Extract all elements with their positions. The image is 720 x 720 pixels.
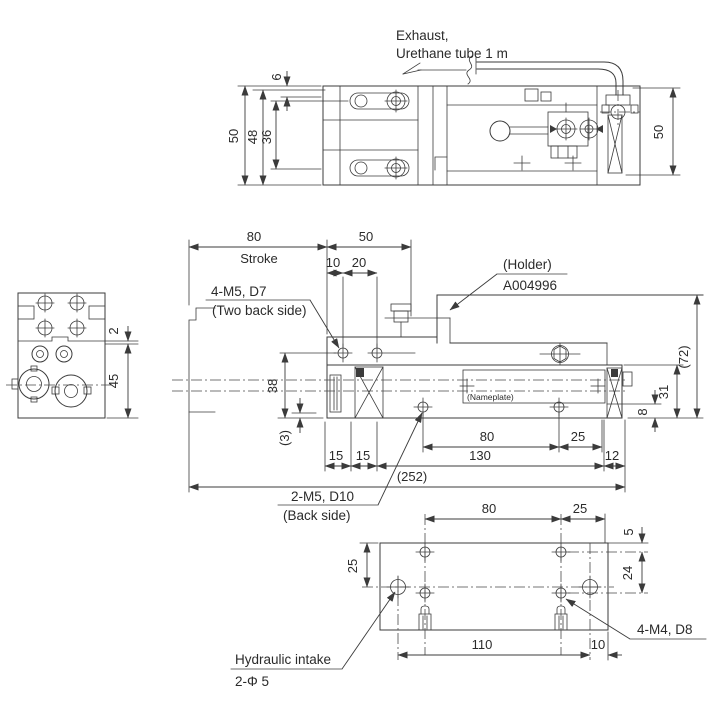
- side-view-dimensions: 2 45: [104, 326, 139, 419]
- dim-side-2: 2: [106, 327, 121, 334]
- front-view-dimensions: 80 Stroke 50 10 20 38 (3) 15 15: [188, 229, 704, 493]
- dim-bottom-24: 24: [620, 566, 635, 580]
- tube-break-symbol: [466, 55, 473, 85]
- m5-d7-callout: 4-M5, D7 (Two back side): [205, 284, 340, 349]
- dim-top-36: 36: [259, 130, 274, 144]
- m5-d7-note: (Two back side): [212, 303, 307, 318]
- dim-20: 20: [352, 255, 366, 270]
- holder-label: (Holder): [503, 257, 552, 272]
- end-block: [607, 114, 623, 174]
- top-plan-view: 50 48 36 6 50 Exhaust, Urethane tube 1 m: [226, 28, 681, 186]
- end-screws: [35, 293, 87, 338]
- dim-3: (3): [277, 430, 292, 446]
- bearing-block-right: [606, 367, 633, 419]
- holder-part-number: A004996: [503, 278, 557, 293]
- dim-130: 130: [469, 448, 491, 463]
- step-edge: [17, 336, 106, 342]
- m5-d7-holes: [333, 343, 416, 363]
- dim-38: 38: [265, 379, 280, 393]
- bearing-block-left: [354, 366, 384, 419]
- stroke-phantom-outline: [188, 307, 216, 413]
- dim-bottom-80: 80: [482, 501, 496, 516]
- knurled-nuts: [31, 345, 73, 363]
- cross-marks: [513, 155, 582, 171]
- m5-d10-note: (Back side): [283, 508, 351, 523]
- dim-72: (72): [676, 345, 691, 368]
- bottom-view: 80 25 5 24 25 110 10 4-M4, D8 Hydraulic …: [230, 501, 707, 689]
- lever-clamp: [489, 88, 603, 159]
- dim-bottom-5: 5: [621, 528, 636, 535]
- stroke-label: Stroke: [240, 251, 278, 266]
- nameplate-label: (Nameplate): [467, 392, 514, 402]
- dim-stroke-80: 80: [247, 229, 261, 244]
- step-notch: [434, 156, 448, 171]
- dim-side-45: 45: [106, 374, 121, 388]
- exhaust-fitting: [466, 55, 640, 128]
- dim-bottom-25-left: 25: [345, 559, 360, 573]
- dim-252: (252): [397, 469, 427, 484]
- dim-top-right-50: 50: [651, 125, 666, 139]
- holder-hex-screw: [539, 342, 581, 366]
- dim-bottom-110: 110: [472, 637, 493, 652]
- exhaust-label-line1: Exhaust,: [396, 28, 449, 43]
- rod-end: [329, 374, 342, 413]
- m5-d10-callout: 2-M5, D10 (Back side): [277, 412, 423, 523]
- dim-31: 31: [656, 385, 671, 399]
- dim-10: 10: [326, 255, 340, 270]
- hydraulic-intake-label: Hydraulic intake: [235, 652, 331, 667]
- dim-80-holes: 80: [480, 429, 494, 444]
- bottom-view-dimensions: 80 25 5 24 25 110 10: [345, 501, 649, 661]
- dim-top-48: 48: [245, 130, 260, 144]
- slot-holes-bottom-row: [349, 156, 410, 180]
- ports: [11, 365, 92, 408]
- dim-12: 12: [605, 448, 619, 463]
- dim-bottom-25-right: 25: [573, 501, 587, 516]
- m4-d8-callout: 4-M4, D8: [565, 598, 707, 640]
- dim-8: 8: [635, 408, 650, 415]
- dim-bottom-10: 10: [591, 637, 605, 652]
- holder-profile: [384, 294, 704, 366]
- dim-head-50: 50: [359, 229, 373, 244]
- dim-15b: 15: [356, 448, 370, 463]
- dim-15a: 15: [329, 448, 343, 463]
- exhaust-label-line2: Urethane tube 1 m: [396, 46, 508, 61]
- m4-holes: [415, 542, 571, 603]
- front-elevation-view: (Nameplate) 80 Stroke 50 10 20: [172, 229, 704, 523]
- m5-d10-label: 2-M5, D10: [291, 489, 354, 504]
- hydraulic-intake-spec: 2-Φ 5: [235, 674, 269, 689]
- hydraulic-intake-callout: Hydraulic intake 2-Φ 5: [230, 591, 396, 689]
- dim-top-6: 6: [269, 73, 284, 80]
- exhaust-callout: Exhaust, Urethane tube 1 m: [396, 28, 508, 61]
- dim-top-50: 50: [226, 129, 241, 143]
- plug-fittings: [418, 605, 568, 631]
- nameplate: (Nameplate): [459, 369, 606, 404]
- m4-d8-label: 4-M4, D8: [637, 622, 693, 637]
- m5-d7-label: 4-M5, D7: [211, 284, 267, 299]
- slot-holes-top-row: [349, 89, 410, 113]
- exhaust-leader: [402, 62, 467, 75]
- dim-25: 25: [571, 429, 585, 444]
- top-view-dimensions: 50 48 36 6 50: [226, 71, 681, 186]
- side-end-view: 2 45: [6, 292, 139, 419]
- holder-callout: (Holder) A004996: [449, 257, 568, 311]
- stopper-fitting: [390, 303, 412, 338]
